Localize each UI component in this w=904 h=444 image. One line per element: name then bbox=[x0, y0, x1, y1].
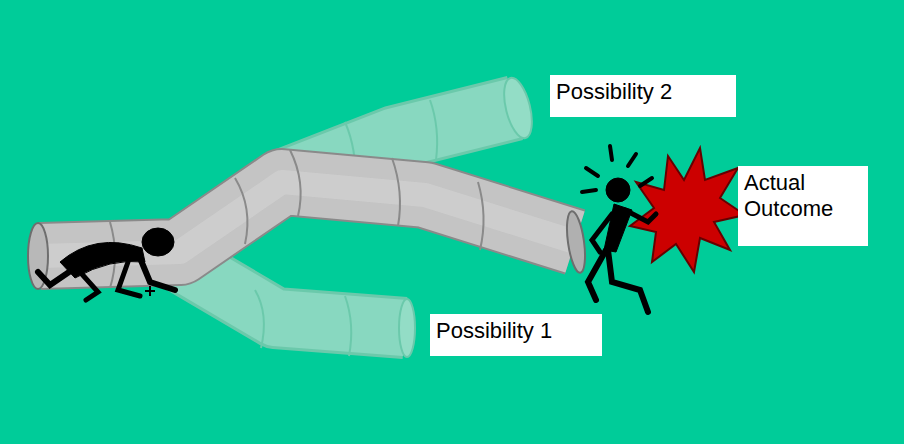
label-text: Actual Outcome bbox=[744, 170, 862, 222]
text-label-box: Possibility 1 bbox=[430, 314, 602, 356]
impact-figure bbox=[582, 146, 656, 312]
crawling-figure bbox=[38, 228, 175, 300]
text-label-box: Possibility 2 bbox=[550, 75, 736, 117]
faded-branch-possibility-1 bbox=[180, 262, 415, 357]
text-label-box: Actual Outcome bbox=[738, 166, 868, 246]
label-text: Possibility 2 bbox=[556, 79, 730, 105]
red-starburst bbox=[630, 148, 745, 272]
label-text: Possibility 1 bbox=[436, 318, 596, 344]
main-tube bbox=[28, 150, 588, 289]
